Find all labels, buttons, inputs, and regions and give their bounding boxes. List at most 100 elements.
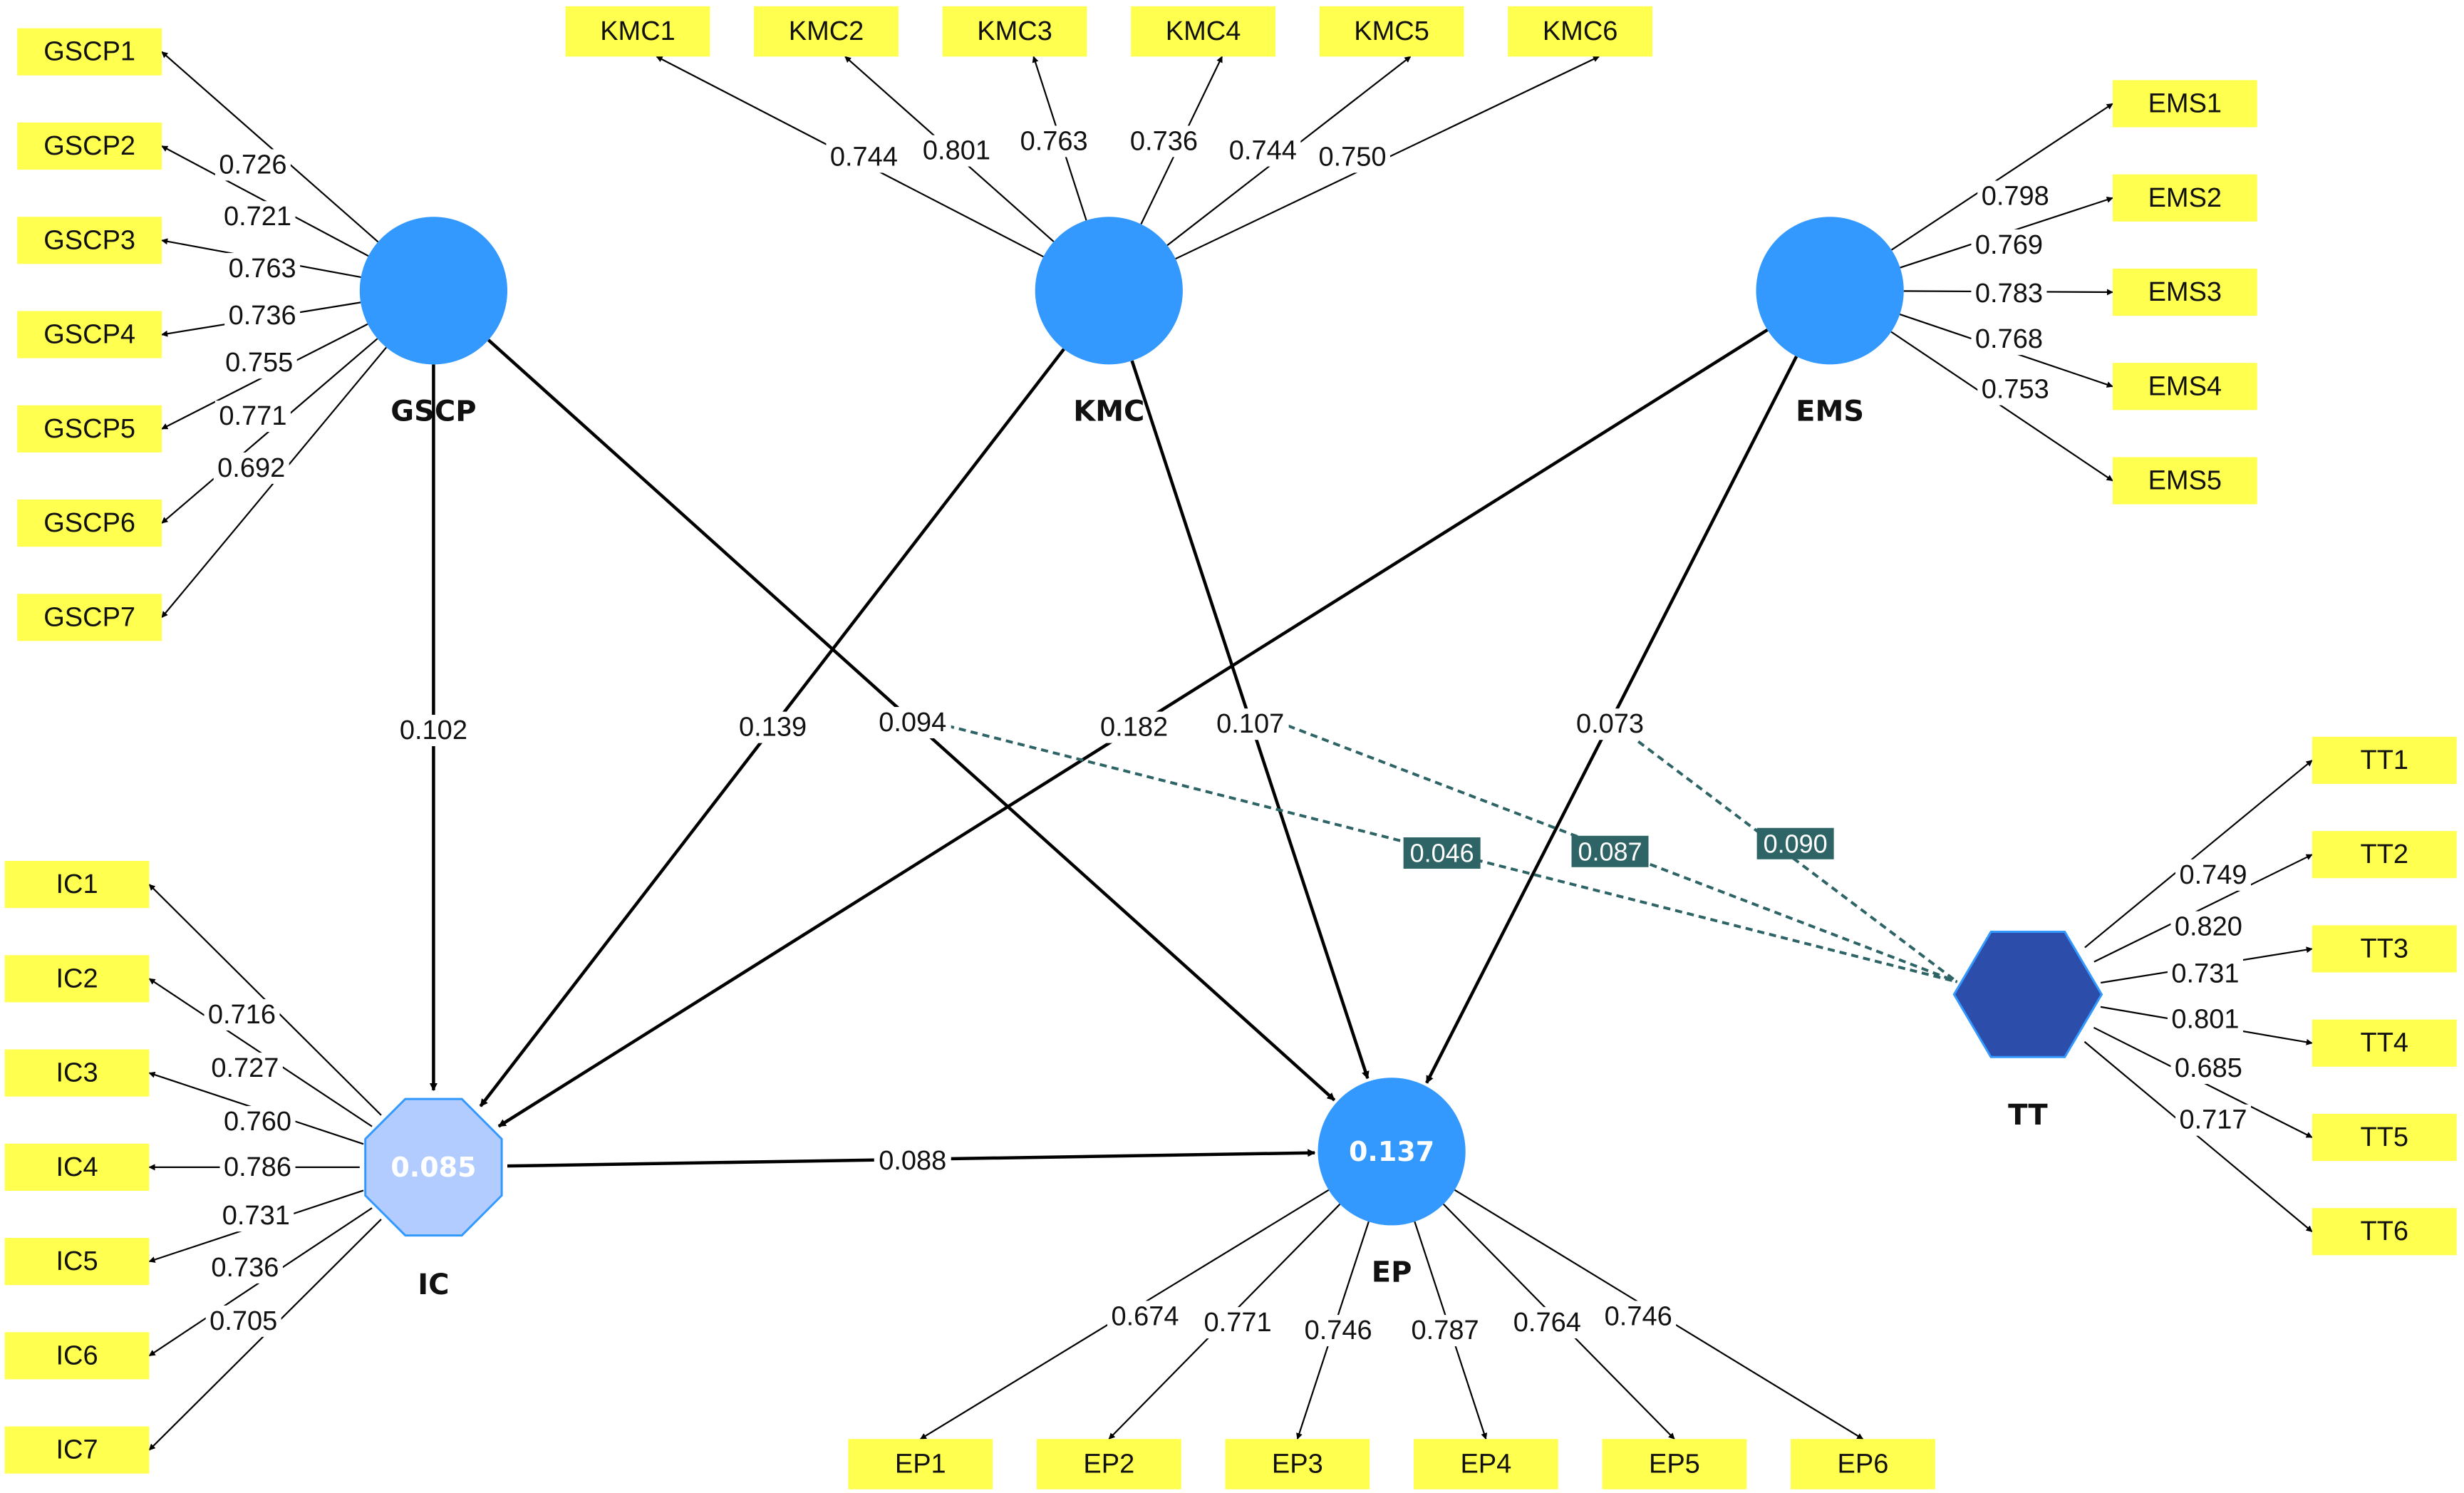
indicator-label: TT3 (2360, 934, 2408, 964)
path-coef-EMS-IC-text: 0.182 (1100, 713, 1168, 743)
loading-TT2-text: 0.820 (2175, 912, 2242, 942)
indicator-label: EMS5 (2148, 466, 2222, 496)
path-coef-EMS-EP-text: 0.073 (1576, 709, 1644, 739)
loading-KMC6-text: 0.750 (1318, 142, 1386, 172)
indicator-label: EP5 (1649, 1450, 1700, 1479)
loading-EMS1-bg (1977, 180, 2054, 212)
indicator-label: TT2 (2360, 840, 2408, 869)
indicator-label: GSCP4 (43, 320, 135, 350)
indicator-box (2112, 80, 2257, 128)
loading-EMS2: 0.769 (1971, 229, 2047, 261)
indicator-GSCP7: GSCP7 (17, 594, 162, 641)
indicator-label: EP3 (1272, 1450, 1323, 1479)
loading-EP2-text: 0.771 (1204, 1308, 1272, 1338)
loading-KMC1-text: 0.744 (830, 142, 898, 172)
loading-KMC3: 0.763 (1016, 125, 1092, 157)
indicator-label: IC7 (56, 1435, 98, 1465)
loading-EP6: 0.746 (1600, 1301, 1677, 1333)
loading-IC6-bg (207, 1251, 283, 1283)
indicator-box (942, 6, 1087, 57)
loading-TT3-bg (2167, 958, 2243, 990)
indicator-EMS1: EMS1 (2112, 80, 2257, 128)
indicator-IC5: IC5 (4, 1238, 150, 1286)
indicator-box (17, 28, 162, 76)
loading-GSCP2-bg (219, 201, 296, 233)
loading-KMC3-text: 0.763 (1020, 126, 1088, 156)
loading-GSCP6-text: 0.771 (219, 401, 286, 431)
loading-IC6-text: 0.736 (211, 1253, 279, 1283)
indicator-box (4, 861, 150, 909)
loading-IC5-bg (218, 1200, 294, 1232)
indicator-IC1: IC1 (4, 861, 150, 909)
indicator-EMS5: EMS5 (2112, 457, 2257, 505)
construct-IC: 0.085 (364, 1097, 503, 1237)
loading-arrow-EMS1 (1890, 103, 2113, 251)
loading-GSCP5: 0.755 (221, 347, 297, 379)
loading-IC2: 0.727 (207, 1052, 283, 1084)
path-coef-EMS-IC-bg (1095, 711, 1173, 743)
indicator-label: KMC3 (977, 16, 1052, 46)
indicator-box (2112, 457, 2257, 505)
indicator-box (1225, 1439, 1370, 1489)
path-coef-EMS-EP-bg (1571, 708, 1649, 740)
loading-IC2-text: 0.727 (211, 1053, 279, 1083)
loading-arrow-TT1 (2084, 760, 2313, 949)
indicator-IC4: IC4 (4, 1143, 150, 1191)
indicator-GSCP1: GSCP1 (17, 28, 162, 76)
loading-IC7-bg (205, 1305, 281, 1337)
indicator-box (1131, 6, 1275, 57)
loading-KMC1-bg (826, 141, 902, 173)
loading-TT6-bg (2175, 1104, 2251, 1136)
indicator-label: EMS1 (2148, 88, 2222, 118)
loading-IC3-bg (219, 1105, 296, 1137)
loading-GSCP2: 0.721 (219, 201, 296, 233)
indicator-box (754, 6, 899, 57)
path-coef-GSCP-EP-text: 0.094 (879, 708, 946, 738)
indicator-GSCP6: GSCP6 (17, 499, 162, 547)
indicator-box (4, 1049, 150, 1097)
path-coef-KMC-EP-text: 0.107 (1216, 709, 1284, 739)
indicator-label: KMC2 (789, 16, 864, 46)
path-coef-KMC-IC-bg (734, 711, 812, 743)
indicator-box (2312, 1019, 2457, 1067)
indicator-label: EP2 (1083, 1450, 1134, 1479)
loading-EMS3-bg (1971, 278, 2047, 310)
construct-hexagon (1952, 931, 2103, 1058)
indicator-KMC3: KMC3 (942, 6, 1087, 57)
indicator-TT3: TT3 (2312, 925, 2457, 973)
indicator-TT2: TT2 (2312, 831, 2457, 879)
moderation-coef-bg (1756, 827, 1834, 859)
construct-octagon (364, 1097, 503, 1237)
indicator-label: TT1 (2360, 745, 2408, 775)
indicator-label: EP4 (1460, 1450, 1511, 1479)
loading-EP4-bg (1407, 1315, 1484, 1347)
loading-IC1-text: 0.716 (208, 1000, 276, 1030)
moderation-line-EMS-EP (1637, 740, 1958, 983)
indicator-box (17, 311, 162, 358)
indicator-box (2112, 174, 2257, 222)
indicator-box (4, 955, 150, 1003)
moderation-coef-EMS-EP: 0.090 (1756, 827, 1834, 859)
loading-IC3-text: 0.760 (224, 1107, 291, 1137)
path-coef-KMC-EP: 0.107 (1211, 708, 1289, 740)
moderation-coef-GSCP-EP: 0.046 (1403, 837, 1481, 869)
indicator-label: EMS4 (2148, 371, 2222, 401)
loading-IC5: 0.731 (218, 1200, 294, 1232)
indicator-label: KMC4 (1166, 16, 1241, 46)
loading-EMS3: 0.783 (1971, 278, 2047, 310)
indicator-label: EMS3 (2148, 277, 2222, 307)
loading-EMS2-text: 0.769 (1975, 230, 2043, 260)
indicator-IC7: IC7 (4, 1426, 150, 1474)
loading-EMS4: 0.768 (1971, 324, 2047, 356)
path-coef-KMC-IC-text: 0.139 (739, 713, 807, 743)
construct-label-EP: EP (1372, 1256, 1412, 1289)
loading-GSCP3-text: 0.763 (229, 254, 296, 284)
indicator-EP4: EP4 (1413, 1439, 1558, 1489)
loading-IC4-bg (219, 1151, 296, 1183)
indicator-box (1036, 1439, 1181, 1489)
indicator-box (17, 594, 162, 641)
indicator-label: EP6 (1838, 1450, 1889, 1479)
construct-label-IC: IC (418, 1269, 449, 1301)
indicator-label: KMC5 (1354, 16, 1429, 46)
indicator-KMC6: KMC6 (1508, 6, 1653, 57)
